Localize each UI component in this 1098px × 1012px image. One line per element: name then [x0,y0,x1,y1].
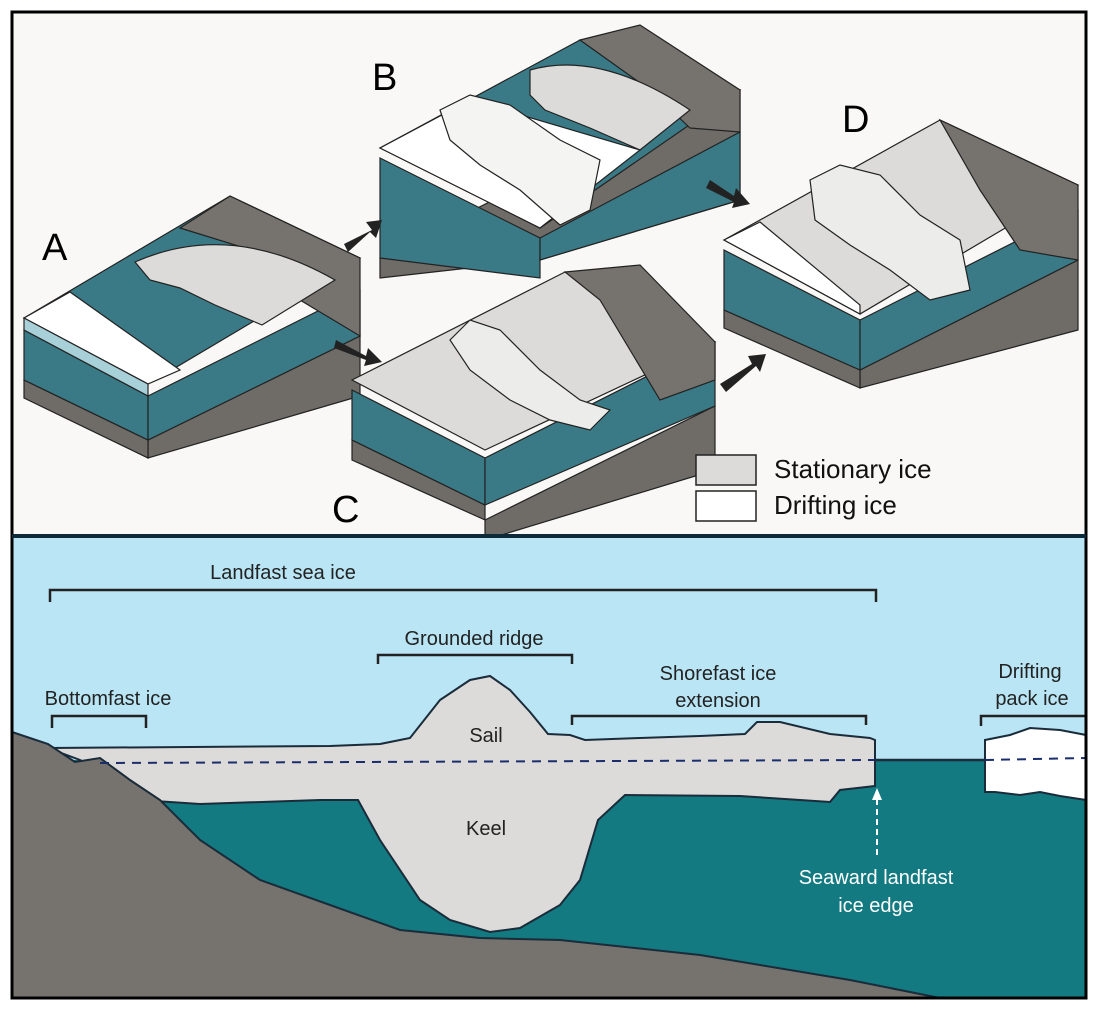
brackets [48,588,1086,728]
label-sail: Sail [469,725,502,747]
legend-label-stationary: Stationary ice [774,454,932,484]
bracket-landfast [48,588,878,602]
block-d [722,118,1080,389]
arrow-a-to-b [344,220,382,252]
label-b: B [372,57,397,99]
label-edge-2: ice edge [838,895,914,917]
arrow-a-to-c [334,340,382,366]
label-d: D [842,99,869,141]
landfast-ice-body [47,674,876,934]
label-a: A [42,227,68,269]
drifting-pack-ice [984,726,1087,802]
block-a [22,195,362,459]
waterline-dashed [99,759,876,764]
label-drifting-2: pack ice [995,688,1068,710]
label-keel: Keel [466,818,506,840]
legend-swatch-drifting [695,490,757,522]
block-b [378,24,742,279]
arrow-b-to-d [706,180,750,208]
label-grounded-ridge: Grounded ridge [405,628,544,650]
legend: Stationary ice Drifting ice [695,454,932,522]
label-shorefast-1: Shorefast ice [660,663,777,685]
block-c [350,264,717,541]
bracket-shorefast [570,714,868,725]
waterline-dashed-pack [984,757,1087,761]
bracket-bottomfast [50,714,148,728]
arrows [334,180,766,392]
arrow-c-to-d [720,354,766,392]
bracket-grounded-ridge [376,653,574,664]
edge-arrow-head [872,788,882,800]
label-c: C [332,489,359,531]
ground [11,730,941,999]
bracket-drifting [979,714,1086,726]
label-bottomfast: Bottomfast ice [45,688,172,710]
label-landfast: Landfast sea ice [210,562,356,584]
legend-swatch-stationary [695,454,757,486]
label-edge-1: Seaward landfast [799,867,954,889]
label-shorefast-2: extension [675,690,761,712]
legend-label-drifting: Drifting ice [774,490,897,520]
label-drifting-1: Drifting [998,661,1061,683]
